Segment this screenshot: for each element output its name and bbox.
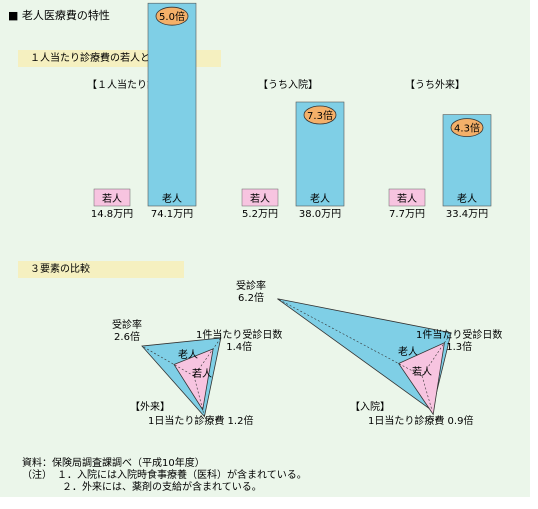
- note-1: （注） １．入院には入院時食事療養（医科）が含まれている。: [22, 470, 307, 481]
- outpatient-axis-visit-rate-value: 2.6倍: [114, 332, 140, 343]
- elderly-bar: [147, 2, 197, 207]
- ratio-badge-label: 5.0倍: [159, 10, 185, 23]
- ratio-badge: [450, 118, 484, 137]
- inpatient-axis-visit-rate-value: 6.2倍: [238, 293, 264, 304]
- outpatient-legend-young: 若人: [192, 369, 212, 380]
- young-series-polygon: [173, 348, 214, 411]
- source-note: 資料：保険局調査課調べ（平成10年度）: [22, 458, 205, 469]
- note-2: ２．外来には、薬剤の支給が含まれている。: [22, 482, 262, 493]
- ratio-badge: [303, 105, 337, 125]
- inpatient-axis-cost: 1日当たり診療費 0.9倍: [368, 416, 474, 427]
- young-bar: [93, 188, 131, 207]
- inpatient-axis-days-label: 1件当たり受診日数: [416, 330, 503, 341]
- inpatient-legend-young: 若人: [412, 367, 432, 378]
- outpatient-axis-cost: 1日当たり診療費 1.2倍: [148, 416, 254, 427]
- young-bar: [388, 188, 426, 207]
- axis-line: [421, 332, 452, 377]
- elderly-series-polygon: [277, 298, 452, 412]
- elderly-bar-label: 老人: [310, 192, 330, 205]
- axis-line: [277, 298, 423, 377]
- young-bar: [241, 188, 279, 207]
- young-value-label: 14.8万円: [91, 209, 133, 220]
- young-bar-label: 若人: [397, 192, 417, 205]
- axis-line: [421, 375, 433, 411]
- outpatient-axis-visit-rate-label: 受診率: [112, 320, 142, 331]
- young-value-label: 7.7万円: [389, 209, 425, 220]
- inpatient-axis-visit-rate-label: 受診率: [236, 281, 266, 292]
- elderly-value-label: 33.4万円: [446, 209, 488, 220]
- outpatient-axis-days: 1件当たり受診日数 1.4倍: [196, 330, 282, 354]
- section-title-factor-comparison: ３要素の比較: [18, 261, 184, 278]
- ratio-badge: [155, 6, 189, 26]
- page-title: ■ 老人医療費の特性: [8, 9, 110, 22]
- figure-panel: [0, 0, 530, 497]
- axis-line: [141, 345, 195, 377]
- young-value-label: 5.2万円: [242, 209, 278, 220]
- elderly-bar-label: 老人: [457, 192, 477, 205]
- ratio-badge-label: 4.3倍: [454, 122, 480, 135]
- bar-panel-title-outpatient: 【うち外来】: [405, 80, 465, 91]
- inpatient-legend-elderly: 老人: [398, 347, 418, 358]
- elderly-value-label: 38.0万円: [299, 209, 341, 220]
- outpatient-axis-days-value: 1.4倍: [226, 342, 253, 353]
- ratio-badge-label: 7.3倍: [307, 109, 333, 122]
- inpatient-panel-title: 【入院】: [350, 402, 390, 413]
- bar-panel-title-total: 【１人当たり診療費】: [87, 80, 187, 91]
- inpatient-axis-visit-rate: 受診率 6.2倍: [236, 281, 266, 305]
- outpatient-legend-elderly: 老人: [178, 350, 198, 361]
- young-bar-label: 若人: [250, 192, 270, 205]
- inpatient-axis-days-value: 1.3倍: [446, 342, 473, 353]
- elderly-bar-label: 老人: [162, 192, 182, 205]
- inpatient-axis-days: 1件当たり受診日数 1.3倍: [416, 330, 502, 354]
- outpatient-axis-visit-rate: 受診率 2.6倍: [112, 320, 142, 344]
- elderly-value-label: 74.1万円: [151, 209, 193, 220]
- bar-panel-title-inpatient: 【うち入院】: [258, 80, 318, 91]
- outpatient-panel-title: 【外来】: [130, 402, 170, 413]
- young-series-polygon: [398, 342, 445, 416]
- axis-line: [193, 375, 205, 417]
- outpatient-axis-days-label: 1件当たり受診日数: [196, 330, 283, 341]
- young-bar-label: 若人: [102, 192, 122, 205]
